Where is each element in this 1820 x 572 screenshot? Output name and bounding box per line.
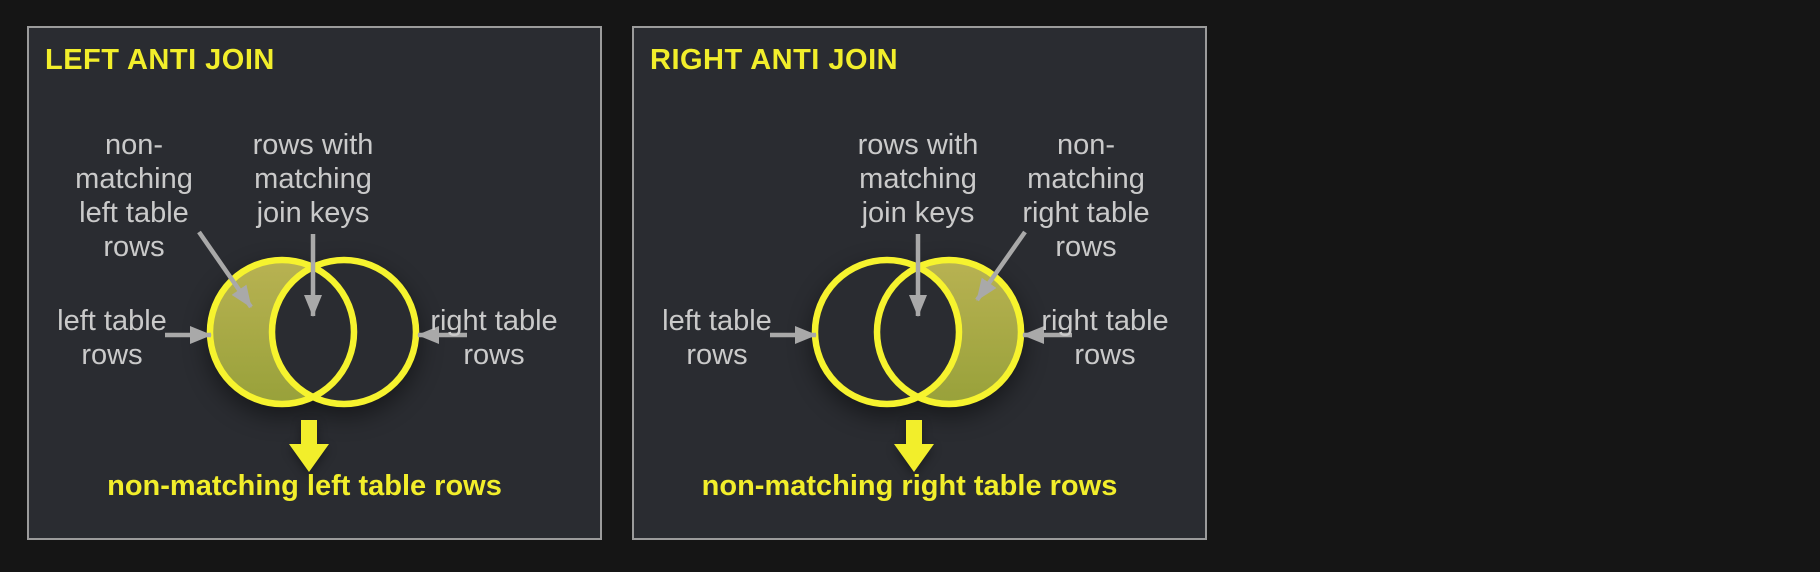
venn-diagram-right-anti: [770, 230, 1072, 472]
label-matching-join-keys: rows with matching join keys: [252, 129, 374, 229]
arrow-non-matching-to-crescent: [975, 230, 1027, 302]
left-anti-join-panel: LEFT ANTI JOIN non- matching left table …: [27, 26, 602, 540]
label-non-matching-left-rows: non- matching left table rows: [75, 129, 193, 263]
label-left-table-rows: left table rows: [57, 305, 167, 371]
venn-diagram-left-anti: [165, 230, 467, 472]
label-right-table-rows: right table rows: [430, 305, 558, 371]
arrow-non-matching-to-crescent: [197, 230, 253, 309]
result-caption: non-matching right table rows: [701, 470, 1118, 502]
panel-title: RIGHT ANTI JOIN: [650, 44, 899, 76]
label-non-matching-right-rows: non- matching right table rows: [1022, 129, 1150, 263]
result-down-arrow: [894, 420, 934, 472]
label-left-table-rows: left table rows: [662, 305, 772, 371]
panel-title: LEFT ANTI JOIN: [45, 44, 275, 76]
right-anti-join-panel: RIGHT ANTI JOIN rows with matching join …: [632, 26, 1207, 540]
result-down-arrow: [289, 420, 329, 472]
label-matching-join-keys: rows with matching join keys: [857, 129, 979, 229]
label-right-table-rows: right table rows: [1041, 305, 1169, 371]
right-circle-outline: [268, 256, 420, 408]
right-circle-outline: [873, 256, 1025, 408]
result-caption: non-matching left table rows: [107, 470, 502, 502]
